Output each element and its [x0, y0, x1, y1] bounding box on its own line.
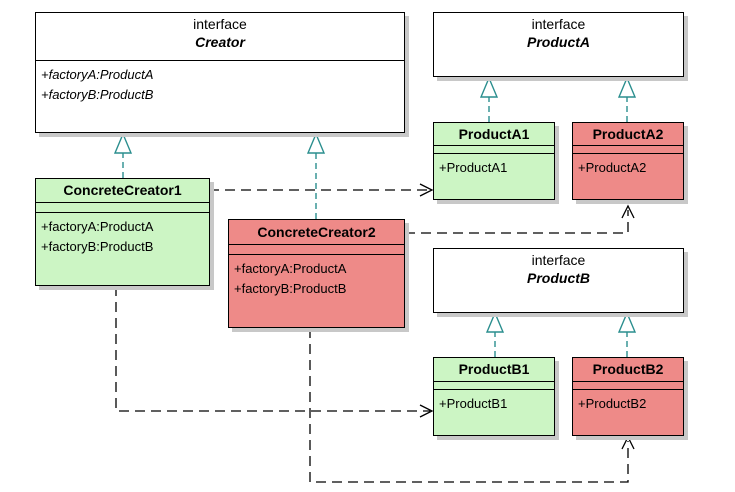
triangle-icon — [485, 311, 505, 333]
triangle-icon — [306, 132, 326, 154]
dependency-cc2-b2 — [309, 328, 629, 483]
creator-interface: interface Creator +factoryA:ProductA +fa… — [35, 12, 405, 133]
concrete-creator2-class: ConcreteCreator2 +factoryA:ProductA +fac… — [228, 219, 405, 328]
producta2-name: ProductA2 — [573, 123, 683, 146]
triangle-icon — [617, 311, 637, 333]
arrowhead-icon — [419, 183, 434, 197]
producta2-op: +ProductA2 — [578, 160, 647, 175]
producta1-name: ProductA1 — [434, 123, 554, 146]
productb2-op: +ProductB2 — [578, 396, 647, 411]
producta-stereotype: interface — [531, 16, 586, 32]
creator-stereotype: interface — [193, 16, 247, 32]
concrete-creator2-op-factorya: +factoryA:ProductA — [234, 261, 347, 276]
triangle-icon — [617, 76, 637, 98]
productb1-op: +ProductB1 — [439, 396, 508, 411]
concrete-creator2-name: ConcreteCreator2 — [229, 220, 404, 245]
concrete-creator1-class: ConcreteCreator1 +factoryA:ProductA +fac… — [35, 178, 210, 286]
arrowhead-icon — [419, 404, 434, 418]
arrowhead-icon — [621, 435, 635, 450]
productb-stereotype: interface — [531, 252, 586, 268]
producta-interface: interface ProductA — [433, 12, 684, 77]
productb-interface: interface ProductB — [433, 248, 684, 313]
productb2-class: ProductB2 +ProductB2 — [572, 357, 684, 436]
creator-op-factorya: +factoryA:ProductA — [41, 67, 154, 82]
producta-name: ProductA — [527, 34, 590, 50]
producta1-class: ProductA1 +ProductA1 — [433, 122, 555, 200]
triangle-icon — [479, 76, 499, 98]
productb1-name: ProductB1 — [434, 358, 554, 382]
creator-op-factoryb: +factoryB:ProductB — [41, 87, 154, 102]
arrowhead-icon — [621, 204, 635, 219]
creator-name: Creator — [195, 34, 245, 50]
concrete-creator1-op-factoryb: +factoryB:ProductB — [41, 239, 154, 254]
dependency-cc1-b1 — [115, 286, 430, 412]
concrete-creator2-op-factoryb: +factoryB:ProductB — [234, 281, 347, 296]
dependency-cc2-a2 — [405, 210, 629, 234]
triangle-icon — [113, 132, 133, 154]
producta1-op: +ProductA1 — [439, 160, 508, 175]
concrete-creator1-op-factorya: +factoryA:ProductA — [41, 219, 154, 234]
productb1-class: ProductB1 +ProductB1 — [433, 357, 555, 436]
productb-name: ProductB — [527, 270, 590, 286]
producta2-class: ProductA2 +ProductA2 — [572, 122, 684, 200]
productb2-name: ProductB2 — [573, 358, 683, 382]
concrete-creator1-name: ConcreteCreator1 — [36, 179, 209, 203]
